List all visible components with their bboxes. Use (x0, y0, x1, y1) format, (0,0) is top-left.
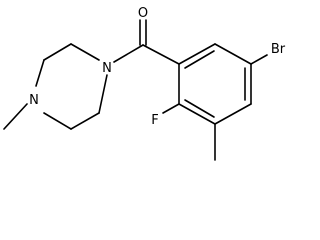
fluorine-bond (162, 103, 180, 114)
ring-bond-1 (178, 43, 216, 65)
chemical-structure: O Br F N N (3, 6, 286, 161)
piperazine-bond-1 (70, 43, 100, 61)
piperazine-bond-6 (98, 74, 108, 114)
aryl-carbonyl-bond (142, 44, 180, 65)
methyl-nitrogen-label: N (29, 93, 39, 108)
piperazine-bond-3 (35, 59, 45, 87)
methyl-bond-nitrogen (3, 103, 28, 130)
atom-labels: O Br F N N (29, 6, 286, 128)
amide-nitrogen-label: N (102, 61, 112, 76)
bromine-label: Br (271, 42, 286, 57)
piperazine-bond-4 (43, 112, 72, 130)
ring-bond-4 (214, 103, 252, 125)
fluorine-label: F (151, 113, 158, 128)
oxygen-label: O (138, 6, 148, 21)
ring-bond-5-inner (184, 99, 215, 118)
bonds (3, 19, 268, 161)
bromine-bond (250, 54, 268, 65)
ring-bond-1-inner (184, 50, 215, 69)
ring-bond-5 (178, 103, 216, 125)
amide-bond (113, 44, 144, 63)
ring-bond-2 (214, 43, 252, 65)
piperazine-bond-5 (70, 112, 100, 130)
piperazine-bond-2 (43, 43, 72, 61)
